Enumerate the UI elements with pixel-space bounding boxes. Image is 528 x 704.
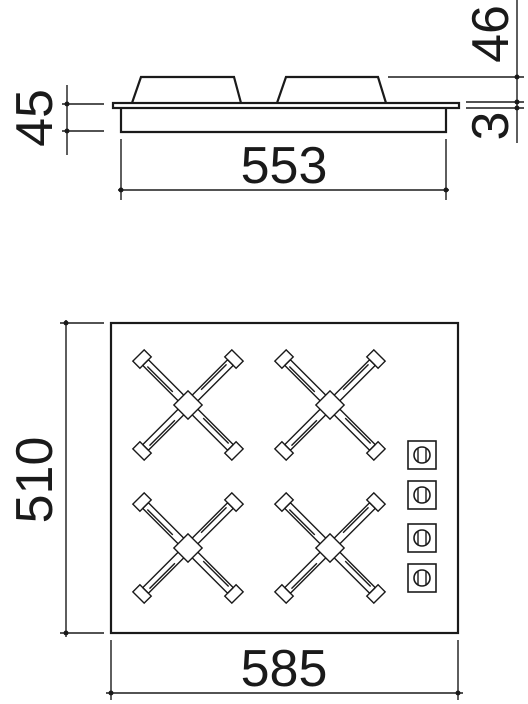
control-knob [407, 480, 437, 510]
pan-support [131, 491, 245, 605]
control-knob [407, 440, 437, 470]
hob-body [119, 108, 448, 134]
control-knob [407, 563, 437, 593]
side-width-label: 553 [241, 137, 328, 195]
glass-thickness-label: 3 [462, 112, 520, 141]
burner-cap-right [275, 75, 388, 104]
top-width-label: 585 [241, 640, 328, 698]
hob-top-outline [109, 321, 460, 635]
pan-support [273, 491, 387, 605]
top-view: 510 585 [6, 320, 463, 700]
side-view: 45 46 3 553 [6, 0, 524, 200]
top-depth-label: 510 [6, 437, 64, 524]
hob-top-plate [111, 101, 461, 110]
control-knob [407, 523, 437, 553]
burner-cap-left [130, 75, 243, 104]
pan-support [131, 348, 245, 462]
side-height-label: 45 [6, 89, 64, 147]
pan-support [273, 348, 387, 462]
burner-height-label: 46 [462, 5, 520, 63]
